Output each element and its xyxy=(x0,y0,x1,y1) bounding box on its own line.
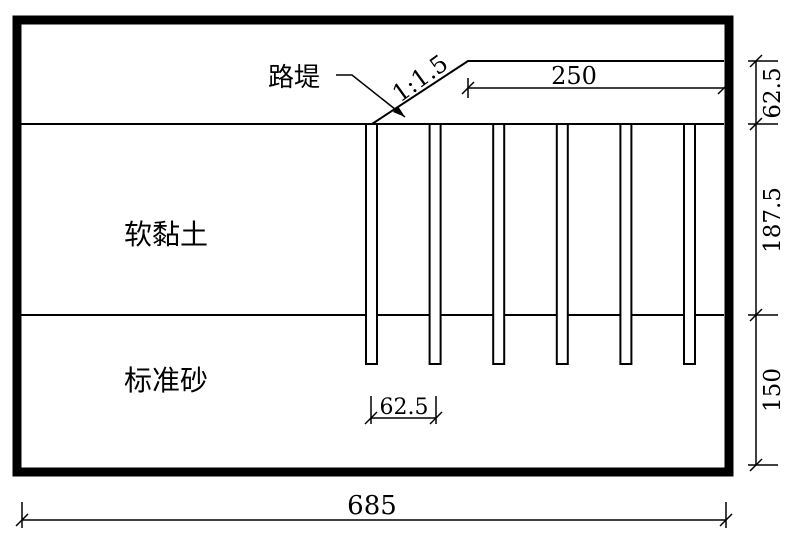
clay-thickness-label: 187.5 xyxy=(760,187,786,253)
pile-group xyxy=(365,123,696,365)
pile-spacing-label: 62.5 xyxy=(380,395,429,420)
vertical-dim-tick-top xyxy=(749,54,763,68)
vertical-dim-tick-bottom xyxy=(749,458,763,472)
sand-thickness-label: 150 xyxy=(760,368,786,412)
pile-spacing-tick-left xyxy=(364,411,378,425)
pile-2 xyxy=(428,123,442,365)
embankment-label: 路堤 xyxy=(268,63,320,93)
pile-spacing-tick-right xyxy=(429,411,443,425)
embankment-leader-line xyxy=(336,74,406,118)
tank-box xyxy=(12,15,734,477)
total-width-tick-left xyxy=(15,513,29,527)
pile-6 xyxy=(683,123,696,365)
slope-ratio-label: 1:1.5 xyxy=(387,49,453,108)
total-width-tick-right xyxy=(719,513,733,527)
pile-3 xyxy=(492,123,506,365)
embankment-outline xyxy=(371,60,724,125)
pile-4 xyxy=(555,123,569,365)
pile-1 xyxy=(365,123,378,365)
embankment-leader-arrow xyxy=(393,106,405,117)
soft-clay-label: 软黏土 xyxy=(124,218,208,251)
crest-width-label: 250 xyxy=(551,62,597,90)
crest-dim-tick-left xyxy=(461,81,475,95)
embankment-height-label: 62.5 xyxy=(760,67,786,118)
total-width-label: 685 xyxy=(347,491,397,521)
vertical-dim-tick-ground xyxy=(749,117,763,131)
vertical-dim-tick-boundary xyxy=(749,308,763,322)
pile-5 xyxy=(619,123,633,365)
standard-sand-label: 标准砂 xyxy=(124,364,208,397)
crest-dim-tick-right xyxy=(717,81,731,95)
